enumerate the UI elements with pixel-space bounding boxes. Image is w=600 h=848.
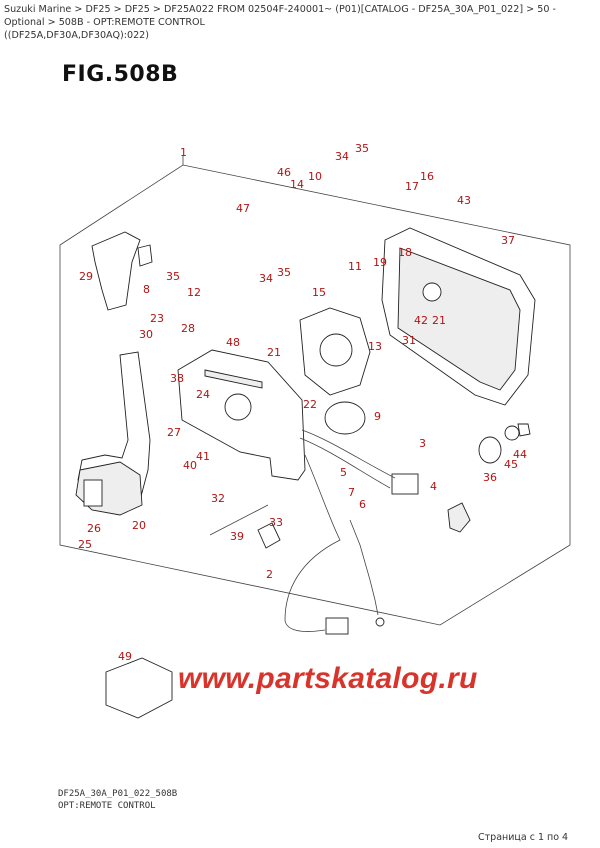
callout-49: 49 <box>118 650 132 663</box>
callout-35: 35 <box>355 142 369 155</box>
breadcrumb: Suzuki Marine > DF25 > DF25 > DF25A022 F… <box>4 3 594 42</box>
callout-22: 22 <box>303 398 317 411</box>
callout-41: 41 <box>196 450 210 463</box>
callout-34b: 34 <box>259 272 273 285</box>
callout-11: 11 <box>348 260 362 273</box>
callout-4: 4 <box>430 480 437 493</box>
grommet-36 <box>478 436 502 464</box>
harness-wire-3 <box>284 454 341 632</box>
harness-wire-1 <box>301 429 396 479</box>
callout-3: 3 <box>419 437 426 450</box>
grip-cap <box>91 231 141 311</box>
callout-43: 43 <box>457 194 471 207</box>
callout-2: 2 <box>266 568 273 581</box>
callout-15: 15 <box>312 286 326 299</box>
callout-46: 46 <box>277 166 291 179</box>
callout-38: 38 <box>170 372 184 385</box>
callout-45: 45 <box>504 458 518 471</box>
figure-subtitle: OPT:REMOTE CONTROL <box>58 801 156 811</box>
key-switch <box>391 473 419 495</box>
callout-23: 23 <box>150 312 164 325</box>
watermark-text: www.partskatalog.ru <box>178 662 478 695</box>
callout-12: 12 <box>187 286 201 299</box>
breadcrumb-line-2: ((DF25A,DF30A,DF30AQ):022) <box>4 30 150 41</box>
neutral-switch <box>83 479 103 507</box>
callout-44: 44 <box>513 448 527 461</box>
nut-44 <box>517 423 531 437</box>
callout-31: 31 <box>402 334 416 347</box>
callout-37: 37 <box>501 234 515 247</box>
callout-33: 33 <box>269 516 283 529</box>
washer-45 <box>504 425 520 441</box>
callout-27: 27 <box>167 426 181 439</box>
callout-7: 7 <box>348 486 355 499</box>
callout-16: 16 <box>420 170 434 183</box>
callout-21: 21 <box>432 314 446 327</box>
callout-39: 39 <box>230 530 244 543</box>
figure-title: FIG.508B <box>62 62 179 87</box>
cover-boss <box>422 282 442 302</box>
callout-5: 5 <box>340 466 347 479</box>
callout-14: 14 <box>290 178 304 191</box>
callout-13: 13 <box>368 340 382 353</box>
friction-disc <box>224 393 252 421</box>
callout-24: 24 <box>196 388 210 401</box>
callout-36: 36 <box>483 471 497 484</box>
callout-35b: 35 <box>166 270 180 283</box>
callout-layer: 1 46 14 10 34 35 16 17 43 47 37 29 8 35 … <box>78 142 527 663</box>
callout-34: 34 <box>335 150 349 163</box>
lanyard-cord <box>349 519 379 616</box>
callout-32: 32 <box>211 492 225 505</box>
callout-9: 9 <box>374 410 381 423</box>
callout-10: 10 <box>308 170 322 183</box>
trim-switch <box>137 244 153 267</box>
bracket-2 <box>257 522 281 549</box>
warning-buzzer <box>324 401 366 435</box>
callout-42: 42 <box>414 314 428 327</box>
lanyard-clip <box>375 617 385 627</box>
bolt-39 <box>209 504 269 536</box>
page-indicator: Страница с 1 по 4 <box>478 832 569 843</box>
callout-47: 47 <box>236 202 250 215</box>
callout-25: 25 <box>78 538 92 551</box>
callout-6: 6 <box>359 498 366 511</box>
housing-slot <box>204 369 263 389</box>
callout-40: 40 <box>183 459 197 472</box>
plate-hub <box>319 333 353 367</box>
callout-21b: 21 <box>267 346 281 359</box>
callout-26: 26 <box>87 522 101 535</box>
harness-connector <box>325 617 349 635</box>
callout-8: 8 <box>143 283 150 296</box>
harness-wire-2 <box>299 437 391 489</box>
callout-30: 30 <box>139 328 153 341</box>
callout-35c: 35 <box>277 266 291 279</box>
ignition-key <box>447 502 471 533</box>
callout-1: 1 <box>180 146 187 159</box>
label-sheet <box>105 657 173 719</box>
callout-17: 17 <box>405 180 419 193</box>
callout-19: 19 <box>373 256 387 269</box>
callout-48: 48 <box>226 336 240 349</box>
callout-29: 29 <box>79 270 93 283</box>
callout-18: 18 <box>398 246 412 259</box>
callout-28: 28 <box>181 322 195 335</box>
callout-20: 20 <box>132 519 146 532</box>
figure-code: DF25A_30A_P01_022_508B <box>58 789 178 799</box>
breadcrumb-line-1: Suzuki Marine > DF25 > DF25 > DF25A022 F… <box>4 4 556 28</box>
